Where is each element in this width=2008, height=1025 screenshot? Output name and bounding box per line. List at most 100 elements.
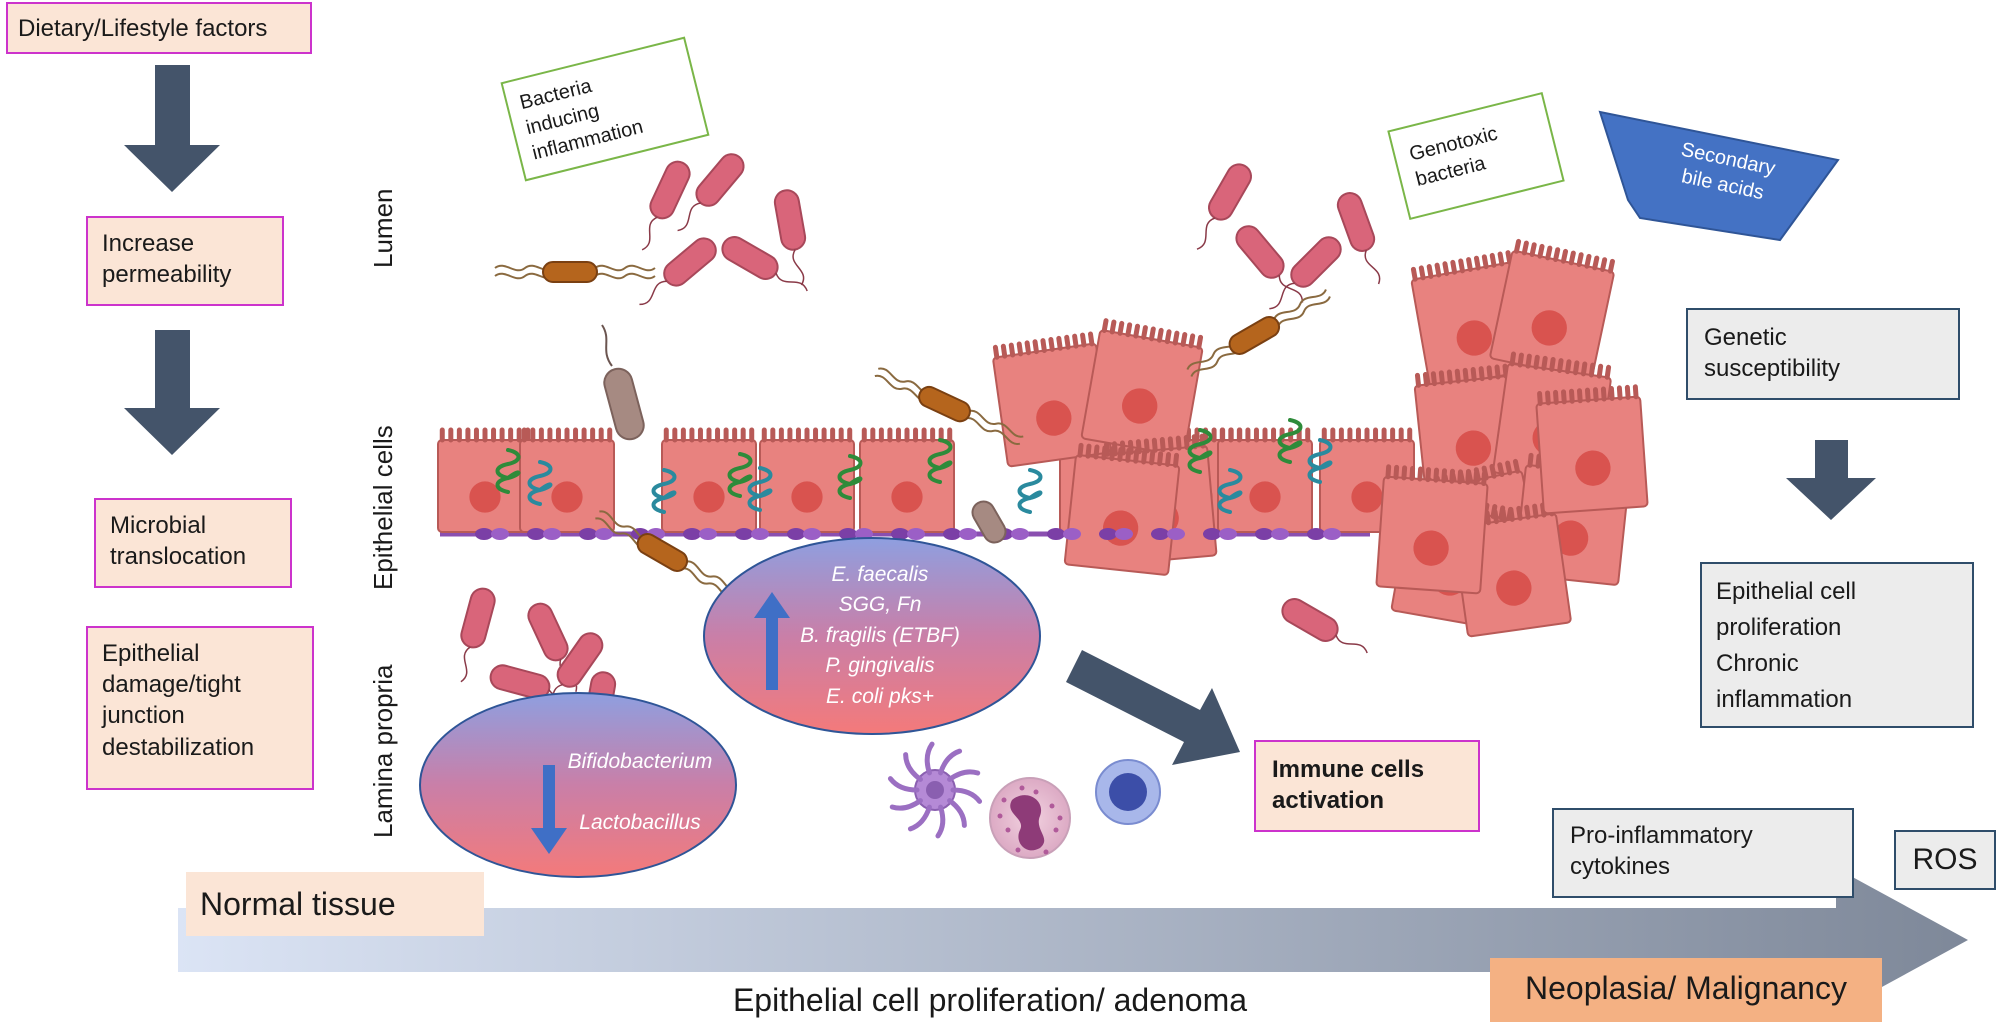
dendrite-process (947, 769, 981, 782)
junction-bead (1219, 528, 1237, 540)
squiggly-bacterium (651, 468, 677, 514)
adenoma-label: Epithelial cell proliferation/ adenoma (732, 982, 1248, 1018)
rod-bacterium (639, 237, 717, 306)
cell-nucleus (791, 481, 823, 513)
flagellated-bacteria (494, 261, 1331, 600)
bile-acids-shape (1598, 110, 1840, 242)
epithelial-damage-label: Epithelial damage/tight junction destabi… (102, 640, 255, 761)
epithelial-cell (1489, 238, 1615, 380)
cell-nucleus (1249, 481, 1281, 513)
squiggly-bacterium (1307, 438, 1333, 484)
dietary-lifestyle-box: Dietary/Lifestyle factors (6, 2, 312, 54)
granule (1033, 789, 1039, 795)
rod-bacterium (1196, 163, 1252, 250)
cell-nucleus (1552, 520, 1589, 556)
epithelial-cell (437, 427, 533, 533)
epithelial-cells-label: Epithelial cells (368, 425, 398, 590)
gray-bacterium (601, 324, 1007, 544)
ros-box: ROS (1894, 830, 1996, 890)
granule (1057, 815, 1063, 821)
junction-bead (839, 528, 857, 540)
bacteria-down-0: Bifidobacterium (567, 750, 713, 773)
junction-bead (527, 528, 545, 540)
epithelial-cell (1063, 442, 1181, 576)
rod-bacterium (460, 587, 496, 683)
junction-bead (735, 528, 753, 540)
epithelial-cell (759, 427, 855, 533)
tumor-cell-cluster (992, 238, 1649, 638)
translocation-label: Microbial translocation (110, 512, 247, 571)
junction-bead (579, 528, 597, 540)
arrow-to-immune-activation (1066, 650, 1240, 765)
dendritic-cell-icon (887, 741, 983, 839)
squiggly-bacterium (747, 466, 773, 512)
epithelial-damage-box: Epithelial damage/tight junction destabi… (86, 626, 314, 790)
granule (1015, 847, 1021, 853)
flagellated-bacterium (1186, 289, 1331, 377)
junction-bead (595, 528, 613, 540)
permeability-box: Increase permeability (86, 216, 284, 306)
junction-bead (959, 528, 977, 540)
cytokines-label: Pro-inflammatory cytokines (1570, 822, 1753, 881)
junction-bead (1307, 528, 1325, 540)
bacteria-up-0: E. faecalis (831, 563, 929, 586)
junction-bead (1323, 528, 1341, 540)
rod-bacterium (773, 189, 807, 286)
cell-nucleus (1456, 320, 1492, 356)
dendrite-process (935, 804, 946, 839)
junction-bead (803, 528, 821, 540)
adherent-bacteria (495, 418, 1333, 514)
junction-bead (1011, 528, 1029, 540)
epithelial-cell (661, 427, 757, 533)
proliferation-inflammation-label: Epithelial cell proliferation Chronic in… (1716, 578, 1857, 713)
junction-bead (543, 528, 561, 540)
junction-bead (683, 528, 701, 540)
rod-bacterium (721, 236, 808, 292)
up-arrow-icon (754, 592, 790, 690)
rod-bacterium (1336, 192, 1381, 285)
ellipse-increased-bacteria (703, 537, 1041, 735)
genotoxic-bacteria-label: Genotoxic bacteria (1407, 122, 1500, 191)
progression-arrow (178, 868, 1968, 1012)
squiggly-bacterium (1217, 468, 1243, 514)
permeability-label: Increase permeability (102, 230, 232, 289)
neutrophil-icon (989, 777, 1071, 859)
immune-activation-label: Immune cells activation (1272, 756, 1425, 815)
rod-bacterium (1235, 225, 1304, 303)
cell-nucleus (891, 481, 923, 513)
squiggly-bacterium (1277, 418, 1303, 464)
ellipse-decreased-bacteria (419, 692, 737, 878)
junction-bead (699, 528, 717, 540)
junction-bead (1151, 528, 1169, 540)
genetic-susceptibility-label: Genetic susceptibility (1704, 324, 1841, 383)
squiggly-bacterium (495, 448, 521, 494)
junction-bead (1063, 528, 1081, 540)
squiggly-bacterium (1187, 428, 1213, 474)
lymphocyte-icon (1095, 759, 1161, 825)
squiggly-bacterium (1017, 468, 1043, 514)
dendrite-process (950, 787, 983, 804)
cell-nucleus (1496, 570, 1532, 606)
proliferation-inflammation-box: Epithelial cell proliferation Chronic in… (1700, 562, 1974, 728)
junction-bead (475, 528, 493, 540)
ros-label: ROS (1912, 843, 1978, 876)
squiggly-bacterium (927, 438, 953, 484)
normal-tissue-label: Normal tissue (200, 886, 396, 922)
rod-bacterium (677, 153, 745, 232)
adenoma-label-box: Epithelial cell proliferation/ adenoma (600, 980, 1380, 1024)
translocation-box: Microbial translocation (94, 498, 292, 588)
cell-nucleus (1531, 310, 1567, 346)
bacteria-up-2: B. fragilis (ETBF) (800, 623, 960, 647)
lamina-propria-label: Lamina propria (368, 664, 398, 838)
junction-bead (491, 528, 509, 540)
dendrite-process (938, 748, 963, 776)
cell-nucleus (551, 481, 583, 513)
arrow-dietary-to-permeability (124, 65, 220, 192)
bacteria-up-4: E. coli pks+ (826, 684, 934, 708)
cell-nucleus (1036, 400, 1072, 436)
dendrite-process (947, 798, 967, 828)
junction-bead (907, 528, 925, 540)
junction-bead (1271, 528, 1289, 540)
granule (997, 813, 1003, 819)
